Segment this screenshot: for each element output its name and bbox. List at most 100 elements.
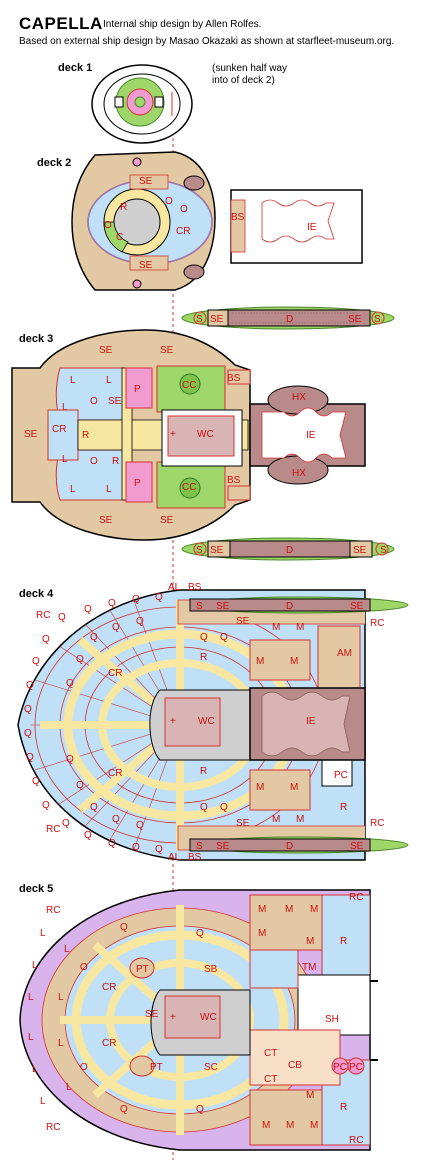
label-l: L xyxy=(40,1096,46,1107)
label-r: R xyxy=(82,430,89,441)
label-se: SE xyxy=(160,345,174,356)
deck-5-label: deck 5 xyxy=(19,883,54,895)
byline: Internal ship design by Allen Rolfes. xyxy=(103,19,262,30)
label-sb: SB xyxy=(204,964,218,975)
deck1-note-line1: (sunken half way xyxy=(212,63,288,74)
label-bs: BS xyxy=(227,373,241,384)
label-q: Q xyxy=(108,598,116,609)
label-sc: SC xyxy=(204,1062,218,1073)
label-pc: PC xyxy=(334,770,348,781)
label-bs: BS xyxy=(188,582,202,593)
label-q: Q xyxy=(24,704,32,715)
label-hx: HX xyxy=(292,468,306,479)
label-wc: WC xyxy=(198,716,215,727)
deck2-injector xyxy=(261,199,335,243)
label-m: M xyxy=(286,1120,294,1131)
label-se: SE xyxy=(139,176,153,187)
nacelle-upper xyxy=(181,306,395,330)
label-se: SE xyxy=(353,545,367,556)
label-q: Q xyxy=(66,678,74,689)
label-r: R xyxy=(340,936,347,947)
label-rc: RC xyxy=(36,610,50,621)
deck-5 xyxy=(19,889,378,1151)
subtitle: Based on external ship design by Masao O… xyxy=(19,36,395,47)
label-m: M xyxy=(256,656,264,667)
deck2-storage-top xyxy=(129,174,169,190)
label-rc: RC xyxy=(349,892,363,903)
deck2-pod-top xyxy=(183,175,205,191)
label-q: Q xyxy=(132,842,140,853)
label-rc: RC xyxy=(46,824,60,835)
label-m: M xyxy=(272,622,280,633)
label-am: AM xyxy=(337,648,352,659)
label-r: R xyxy=(200,652,207,663)
label-q: Q xyxy=(62,818,70,829)
label-m: M xyxy=(290,782,298,793)
deck-1-label: deck 1 xyxy=(58,62,93,74)
label-l: L xyxy=(28,992,34,1003)
label-m: M xyxy=(285,904,293,915)
label-m: M xyxy=(290,656,298,667)
label-r: R xyxy=(340,802,347,813)
label-m: M xyxy=(306,1090,314,1101)
label-ie: IE xyxy=(307,222,317,233)
label-cb: CB xyxy=(288,1060,302,1071)
label-m: M xyxy=(310,904,318,915)
deck5-warp-core xyxy=(164,995,221,1039)
nacelle-lower xyxy=(181,537,395,561)
label-se: SE xyxy=(348,314,362,325)
label-se: SE xyxy=(99,515,113,526)
label-ie: IE xyxy=(306,430,316,441)
label-q: Q xyxy=(26,752,34,763)
label-q: Q xyxy=(32,656,40,667)
label-rc: RC xyxy=(370,818,384,829)
label-q: Q xyxy=(42,800,50,811)
label-q: Q xyxy=(76,654,84,665)
label-q: Q xyxy=(42,634,50,645)
label-q: Q xyxy=(26,680,34,691)
label-q: Q xyxy=(220,802,228,813)
label-m: M xyxy=(258,904,266,915)
label-l: L xyxy=(106,375,112,386)
label-q: Q xyxy=(220,632,228,643)
label-cr: CR xyxy=(102,1038,116,1049)
deck1-note-line2: into of deck 2) xyxy=(212,75,275,86)
label-s: S xyxy=(380,545,387,556)
label-c: C xyxy=(116,232,123,243)
label-d: D xyxy=(286,545,293,556)
label-o: O xyxy=(80,1062,88,1073)
label-l: L xyxy=(32,960,38,971)
label-pt: PT xyxy=(150,1062,163,1073)
label-cr: CR xyxy=(176,226,190,237)
label-se: SE xyxy=(236,616,250,627)
label-q: Q xyxy=(108,838,116,849)
label-q: Q xyxy=(66,754,74,765)
label-s: S xyxy=(374,314,381,325)
label-l: L xyxy=(70,484,76,495)
label-q: Q xyxy=(155,592,163,603)
label-cr: CR xyxy=(102,982,116,993)
label-l: L xyxy=(70,375,76,386)
label-d: D xyxy=(286,841,293,852)
label-q: Q xyxy=(155,844,163,855)
label-q: Q xyxy=(136,820,144,831)
label-s: S xyxy=(196,314,203,325)
room-labels: SE SE R O O O C CR BS IE S SE D SE S SE … xyxy=(24,176,387,1146)
label-al: AL xyxy=(168,582,181,593)
label-l: L xyxy=(40,928,46,939)
bridge-door-right xyxy=(154,96,164,108)
label-se: SE xyxy=(139,260,153,271)
label-se: SE xyxy=(99,345,113,356)
label-s: S xyxy=(196,545,203,556)
label-o: O xyxy=(90,456,98,467)
label-o: O xyxy=(180,204,188,215)
label-m: M xyxy=(256,782,264,793)
deck3-warp-core xyxy=(167,415,235,457)
label-se: SE xyxy=(236,818,250,829)
label-s: S xyxy=(196,601,203,612)
label-se: SE xyxy=(210,314,224,325)
label-cc: CC xyxy=(182,380,196,391)
label-o: O xyxy=(80,962,88,973)
label-q: Q xyxy=(120,1104,128,1115)
